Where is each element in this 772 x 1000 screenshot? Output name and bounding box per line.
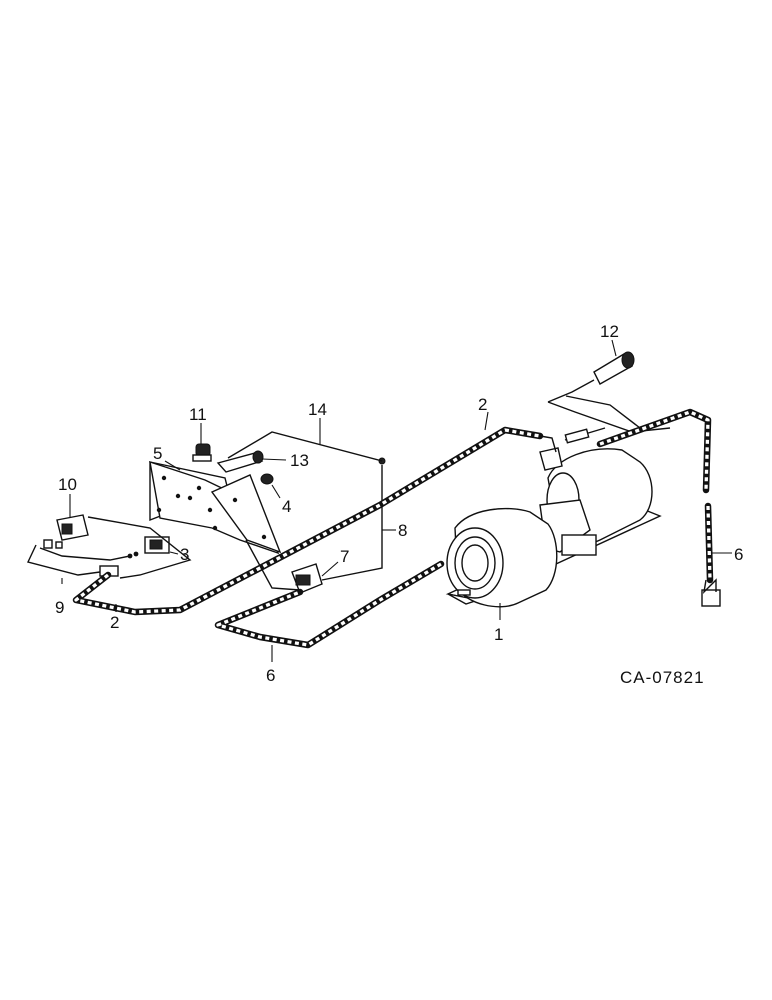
blower-base-edge [447,593,481,605]
relay-terminal [43,539,53,549]
panel-hole [212,525,218,531]
leader-lines [61,339,732,662]
harness-2 [72,426,544,616]
panel-hole [156,507,162,513]
wire-7 [245,539,301,591]
probe-12-tip [621,351,635,369]
callout-14: 14 [308,400,327,419]
control-panel-bracket [210,474,282,554]
leader-13 [261,458,287,461]
callout-5: 5 [153,444,162,463]
connector-7-face [295,574,311,586]
panel-hole [261,534,267,540]
panel-hole [187,495,193,501]
callout-7: 7 [340,547,349,566]
harness-plug-lead [539,435,557,453]
leader-2a [484,411,489,431]
knob-11 [195,443,211,457]
harness-components [539,351,721,607]
leader-12 [611,339,617,357]
callout-6-right: 6 [734,545,743,564]
leader-7 [321,561,339,577]
wire-9 [87,516,192,579]
switch-3-face [149,539,163,550]
wire-12-c [565,395,641,429]
leader-3 [169,551,179,555]
callout-1: 1 [494,625,503,644]
panel-components [43,443,386,594]
callout-6-bottom: 6 [266,666,275,685]
callout-4: 4 [282,497,291,516]
panel-hole [232,497,238,503]
knob-4 [260,473,274,485]
terminal [133,551,139,557]
callout-9: 9 [55,598,64,617]
relay-10-face [61,523,73,535]
callout-2-top: 2 [478,395,487,414]
wire-12 [547,379,595,403]
harness-6 [214,408,714,649]
blower-base-fastener [457,589,471,596]
wire-9-c [39,547,131,561]
harness-end-wires [702,578,717,595]
callout-3: 3 [180,545,189,564]
sensor [564,428,590,444]
panel-hole [161,475,167,481]
callout-11: 11 [189,405,207,424]
callout-13: 13 [290,451,309,470]
relay-terminal [55,541,63,549]
leader-5-real [164,460,181,471]
panel-hole [207,507,213,513]
callout-8: 8 [398,521,407,540]
blower-motor-mount [561,534,597,556]
callout-2-left: 2 [110,613,119,632]
callout-10: 10 [58,475,77,494]
blower-front-inner [461,544,489,582]
callout-12: 12 [600,322,619,341]
panel-hole [196,485,202,491]
blower-assembly [445,448,662,608]
knob-11-base [192,454,212,462]
drawing-code: CA-07821 [620,668,705,687]
wire-14 [227,431,383,462]
panel-hole [175,493,181,499]
wire-9-b [27,544,101,576]
fitting-13-end [252,450,264,464]
callouts: 1 2 2 3 4 5 6 6 7 8 9 10 11 12 13 14 [55,322,743,685]
harness-plug [539,447,563,471]
harness-end-connector [701,589,721,607]
wire-8 [321,465,383,581]
wire-12-b [547,401,671,433]
thin-wiring [27,379,671,591]
control-panel [149,460,282,555]
leader-4 [271,484,281,499]
